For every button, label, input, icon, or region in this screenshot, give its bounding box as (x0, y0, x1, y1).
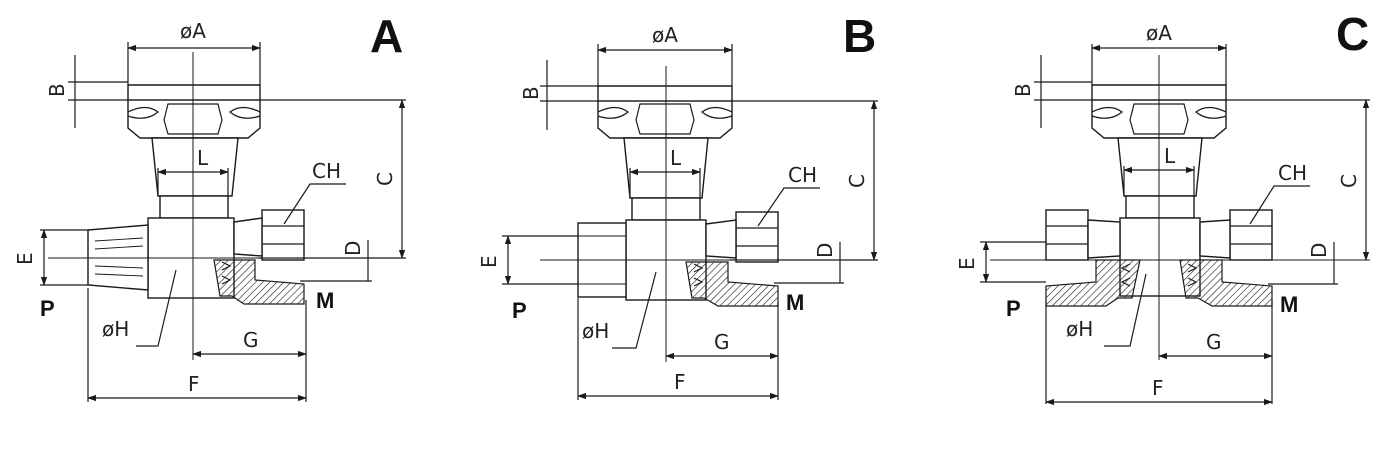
label-l: L (197, 146, 209, 170)
label-b: B (45, 83, 69, 97)
label-d: D (341, 241, 365, 256)
inlet-nut (1045, 209, 1121, 261)
inlet-section (1045, 259, 1141, 307)
label-l: L (670, 146, 682, 170)
label-diameter-a: øA (1146, 21, 1172, 45)
bonnet (151, 137, 239, 219)
leader-ch (1249, 185, 1310, 225)
outlet-label: M (1280, 292, 1298, 317)
leader-h (1104, 273, 1147, 347)
label-diameter-h: øH (582, 319, 609, 343)
variant-letter: A (370, 10, 403, 62)
outlet-nut (1199, 209, 1273, 261)
label-e: E (955, 257, 979, 270)
leader-h (136, 269, 177, 347)
label-f: F (674, 370, 686, 394)
leader-ch (283, 183, 346, 225)
inlet-label: P (512, 298, 527, 323)
label-c: C (1337, 174, 1361, 188)
outlet-nut (233, 209, 305, 261)
handwheel (127, 84, 261, 139)
outlet-label: M (316, 288, 334, 313)
label-l: L (1164, 144, 1176, 168)
leader-ch (757, 187, 820, 227)
label-diameter-h: øH (1066, 317, 1093, 341)
label-e: E (477, 255, 501, 268)
label-f: F (1152, 376, 1164, 400)
inlet-label: P (1006, 296, 1021, 321)
label-c: C (845, 174, 869, 188)
label-d: D (1307, 243, 1331, 258)
variant-letter: C (1336, 8, 1369, 60)
label-b: B (1011, 83, 1035, 97)
outlet-nut (705, 211, 779, 263)
bonnet (1117, 137, 1203, 219)
label-diameter-a: øA (180, 19, 206, 43)
label-f: F (188, 372, 200, 396)
label-g: G (714, 330, 730, 354)
outlet-section (1179, 259, 1273, 307)
label-c: C (373, 172, 397, 186)
label-diameter-a: øA (652, 23, 678, 47)
variant-a: øA B C L CH D E øH G F P M A (13, 10, 406, 402)
label-b: B (519, 86, 543, 100)
variant-c: øA B C L CH D E øH G F P M C (955, 8, 1370, 406)
label-e: E (13, 252, 37, 265)
label-ch: CH (1278, 161, 1307, 185)
variant-b: øA B C L CH D E øH G F P M B (477, 10, 878, 400)
label-ch: CH (788, 163, 817, 187)
label-d: D (813, 243, 837, 258)
variant-letter: B (843, 10, 876, 62)
label-diameter-h: øH (102, 317, 129, 341)
label-g: G (1206, 330, 1222, 354)
outlet-label: M (786, 290, 804, 315)
outlet-section (213, 259, 305, 305)
inlet-label: P (40, 296, 55, 321)
handwheel (597, 85, 733, 139)
leader-h (612, 271, 657, 349)
label-ch: CH (312, 159, 341, 183)
label-g: G (243, 328, 259, 352)
